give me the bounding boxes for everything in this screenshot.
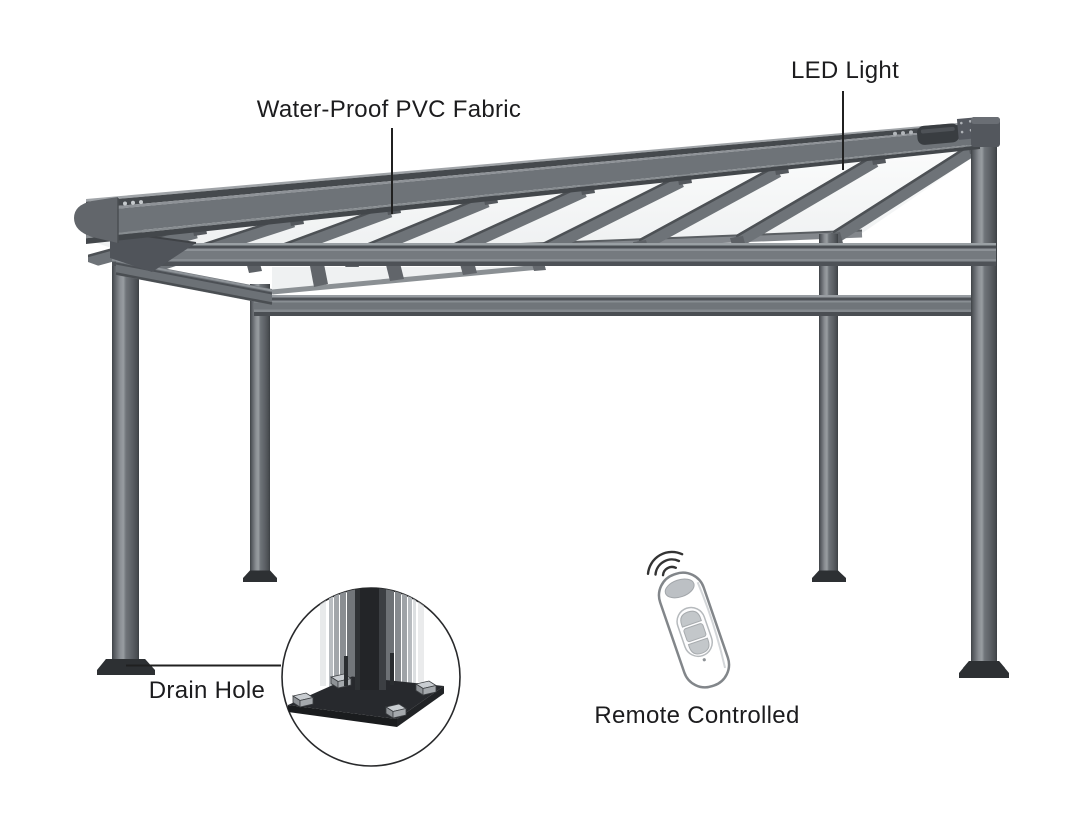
post-back-left: [250, 284, 270, 574]
right-post-cap: [971, 117, 1000, 147]
anchor-bolt: [291, 692, 315, 708]
post-bases: [97, 570, 1009, 678]
base-front-right: [959, 661, 1009, 678]
anchor-bolt: [384, 703, 408, 719]
base-back-left: [243, 570, 277, 582]
post-front-right: [971, 128, 997, 664]
signal-waves-icon: [646, 550, 684, 577]
remote-led-dot: [702, 658, 706, 662]
drain-label: Drain Hole: [148, 677, 266, 704]
remote-down-button: [687, 637, 710, 655]
led-motor-housing: [917, 117, 976, 145]
post-back-right: [819, 234, 838, 574]
post-blur-streaks: [320, 588, 424, 696]
top-beam-end-cap: [74, 197, 118, 243]
fabric-label: Water-Proof PVC Fabric: [256, 96, 522, 123]
front-beam: [112, 243, 996, 266]
base-back-right: [812, 570, 846, 582]
screw-dots-left: [123, 200, 143, 206]
drain-hole-detail-circle: [281, 587, 461, 767]
top-beam: [74, 117, 1000, 244]
led-label: LED Light: [790, 57, 900, 84]
post-front-left: [112, 230, 139, 663]
anchor-bolt: [414, 680, 438, 696]
roof-underside-gap: [271, 262, 548, 295]
remote-up-button: [680, 610, 702, 628]
remote-stop-button: [683, 623, 707, 643]
remote-ir-window: [664, 578, 695, 599]
back-beam: [254, 295, 971, 316]
base-front-left: [97, 659, 155, 675]
remote-label: Remote Controlled: [594, 702, 800, 729]
remote-control-illustration: [646, 550, 731, 689]
detail-post: [355, 588, 386, 690]
screw-dots-right: [893, 130, 913, 136]
